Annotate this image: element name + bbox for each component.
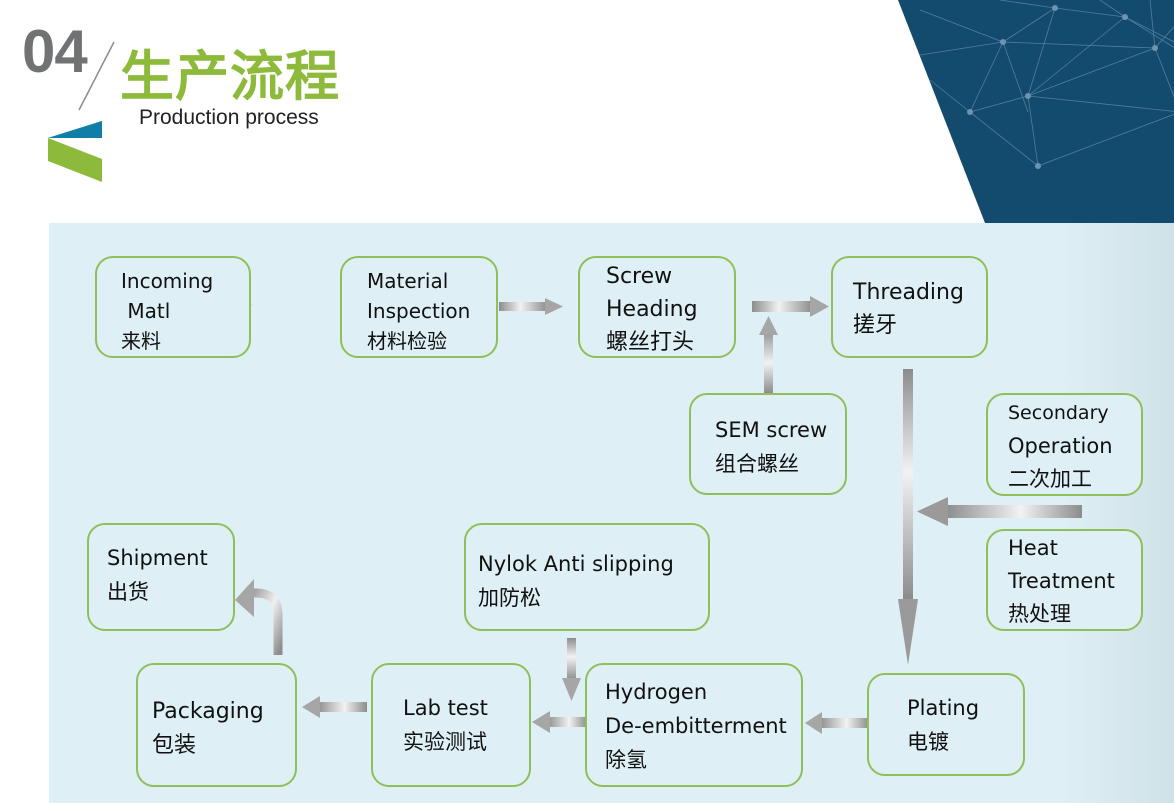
step-label-cn: 包装: [152, 733, 197, 758]
step-screw-heading: Screw Heading 螺丝打头: [578, 256, 736, 358]
step-label-en: Lab test: [403, 696, 488, 720]
step-label-cn: 螺丝打头: [606, 330, 695, 355]
page-title-cn: 生产流程: [120, 45, 340, 108]
step-label-en: Screw: [606, 264, 673, 289]
step-label-cn: 二次加工: [1008, 467, 1092, 491]
step-label-en: De-embitterment: [605, 714, 787, 738]
step-label-cn: 搓牙: [853, 313, 898, 338]
arrow-heading-to-threading: [752, 296, 829, 317]
step-label-en: Incoming: [121, 269, 214, 293]
step-threading: Threading 搓牙: [831, 256, 988, 358]
header-divider-slash: [78, 41, 115, 111]
step-plating: Plating 电镀: [867, 673, 1025, 776]
step-label-en: Operation: [1008, 434, 1113, 458]
arrow-threading-to-plating: [898, 369, 918, 665]
step-label-cn: 加防松: [478, 586, 541, 610]
step-label-cn: 出货: [107, 580, 149, 604]
step-label-en: Treatment: [1008, 569, 1115, 593]
step-label-en: Hydrogen: [605, 680, 708, 704]
step-label-en: Material: [367, 269, 449, 293]
step-incoming-material: Incoming Matl 来料: [95, 256, 251, 358]
step-hydrogen-de-embitterment: Hydrogen De-embitterment 除氢: [585, 663, 803, 787]
step-label-en: Matl: [121, 299, 171, 323]
step-label-en: Threading: [853, 280, 964, 305]
step-label-en: Packaging: [152, 699, 264, 724]
step-label-en: Inspection: [367, 299, 471, 323]
arrow-secondary-heat-to-flow: [917, 497, 1082, 526]
step-label-cn: 来料: [121, 329, 161, 353]
step-label-en: Shipment: [107, 546, 208, 570]
step-label-en: Secondary: [1008, 402, 1109, 424]
arrow-hydrogen-to-labtest: [532, 711, 587, 733]
step-label-cn: 材料检验: [367, 329, 447, 353]
arrow-packaging-to-shipment: [235, 579, 283, 655]
arrow-plating-to-hydrogen: [805, 712, 869, 734]
step-label-en: Nylok Anti slipping: [478, 552, 674, 576]
step-nylok-anti-slipping: Nylok Anti slipping 加防松: [464, 523, 710, 631]
step-label-en: Heading: [606, 297, 698, 322]
step-secondary-operation: Secondary Operation 二次加工: [986, 393, 1143, 496]
corner-network-decoration: [898, 0, 1174, 223]
step-label-cn: 实验测试: [403, 730, 487, 754]
process-flow-panel: Incoming Matl 来料 Material Inspection 材料检…: [49, 223, 1174, 803]
step-label-cn: 组合螺丝: [715, 452, 799, 476]
step-heat-treatment: Heat Treatment 热处理: [986, 529, 1143, 631]
logo-chevron-icon: [48, 121, 102, 182]
arrow-nylok-to-hydrogen-link: [562, 638, 581, 701]
step-shipment: Shipment 出货: [87, 523, 235, 631]
step-label-cn: 电镀: [907, 730, 949, 754]
step-label-en: SEM screw: [715, 418, 828, 442]
section-number: 04: [22, 18, 88, 85]
step-sem-screw: SEM screw 组合螺丝: [689, 393, 847, 495]
step-label-cn: 除氢: [605, 748, 647, 772]
step-label-en: Heat: [1008, 536, 1058, 560]
step-lab-test: Lab test 实验测试: [371, 663, 531, 787]
arrow-inspection-to-heading: [499, 298, 563, 315]
step-label-en: Plating: [907, 696, 980, 720]
step-material-inspection: Material Inspection 材料检验: [340, 256, 498, 358]
arrow-sem-to-heading-link: [759, 316, 778, 393]
step-label-cn: 热处理: [1008, 602, 1071, 626]
step-packaging: Packaging 包装: [136, 663, 297, 787]
page-title-en: Production process: [139, 106, 319, 129]
arrow-labtest-to-packaging: [302, 696, 367, 718]
